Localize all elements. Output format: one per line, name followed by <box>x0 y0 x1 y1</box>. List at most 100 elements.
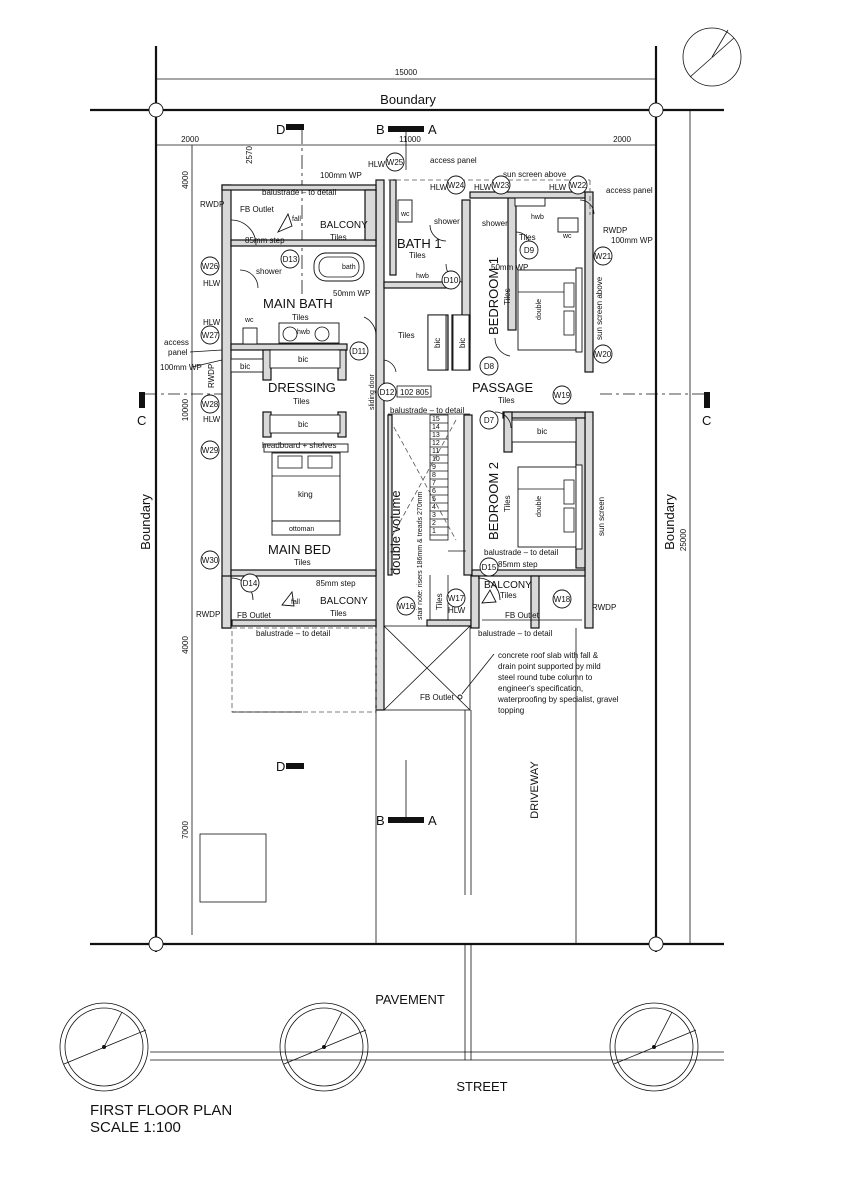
svg-text:bic: bic <box>537 427 547 436</box>
wp-100-left: 100mm WP <box>160 363 202 372</box>
fb-outlet-roof: FB Outlet <box>420 693 455 702</box>
hlw-label: HLW <box>368 160 386 169</box>
window-tag: W29 <box>200 440 220 460</box>
site-feature <box>199 833 267 903</box>
access-panel-top: access panel <box>430 156 477 165</box>
level-label: 102 805 <box>400 388 429 397</box>
balustrade-passage: balustrade – to detail <box>390 406 464 415</box>
fall-label: fall <box>291 599 300 606</box>
bic-unit <box>452 314 470 371</box>
svg-text:D15: D15 <box>482 563 497 572</box>
hwb-label: hwb <box>297 329 310 336</box>
svg-text:C: C <box>702 413 711 428</box>
svg-text:14: 14 <box>432 424 440 431</box>
bic-unit <box>427 314 447 371</box>
svg-text:steel round tube column to: steel round tube column to <box>498 673 593 682</box>
svg-text:concrete roof slab with fall &: concrete roof slab with fall & <box>498 651 599 660</box>
door-tag: D9 <box>519 240 539 260</box>
svg-text:D10: D10 <box>444 276 459 285</box>
access-label: access <box>164 338 189 347</box>
fb-outlet-top-left: FB Outlet <box>240 205 275 214</box>
tree-icon <box>279 1002 369 1092</box>
wp-100-top: 100mm WP <box>320 171 362 180</box>
svg-text:1: 1 <box>432 528 436 535</box>
svg-text:12: 12 <box>432 440 440 447</box>
balustrade-top: balustrade – to detail <box>262 188 336 197</box>
bic-unit <box>511 419 577 443</box>
fall-arrow-icon <box>281 590 295 607</box>
sliding-door-label: sliding door <box>369 374 376 410</box>
access-panel-right: access panel <box>606 186 653 195</box>
main-bed-finish: Tiles <box>294 558 311 567</box>
main-bath-label: MAIN BATH <box>263 296 333 311</box>
balustrade-stair: balustrade – to detail <box>484 548 558 557</box>
svg-text:waterproofing by specialist, g: waterproofing by specialist, gravel <box>497 695 619 704</box>
shower-label: shower <box>482 219 508 228</box>
svg-text:2: 2 <box>432 520 436 527</box>
svg-text:W20: W20 <box>595 350 612 359</box>
bath1-label: BATH 1 <box>397 236 442 251</box>
window-tag: W17 <box>446 588 466 608</box>
svg-text:W28: W28 <box>202 400 219 409</box>
tree-icon <box>59 1002 149 1092</box>
svg-text:4: 4 <box>432 504 436 511</box>
stair-finish: Tiles <box>435 593 444 610</box>
svg-text:W26: W26 <box>202 262 219 271</box>
door-tag: D12 <box>377 382 397 402</box>
svg-text:wc: wc <box>244 317 254 324</box>
window-tag: W19 <box>552 385 572 405</box>
svg-text:double: double <box>536 299 543 320</box>
rwdp-left: RWDP <box>207 364 216 388</box>
wall <box>221 184 232 629</box>
rwdp-bottom-left: RWDP <box>196 610 220 619</box>
svg-text:W30: W30 <box>202 556 219 565</box>
svg-text:9: 9 <box>432 464 436 471</box>
window-tag: W26 <box>200 256 220 276</box>
window-tag: W23 <box>491 175 511 195</box>
dimension-4000-bottom: 4000 <box>181 636 190 654</box>
hlw-label: HLW <box>203 415 221 424</box>
svg-text:D9: D9 <box>524 246 535 255</box>
svg-text:D: D <box>276 759 285 774</box>
drawing-title: FIRST FLOOR PLAN <box>90 1102 233 1119</box>
bedroom1-ensuite-finish: Tiles <box>519 233 536 242</box>
svg-text:5: 5 <box>432 496 436 503</box>
pavement-label: PAVEMENT <box>375 992 445 1007</box>
rwdp-top-left: RWDP <box>200 200 224 209</box>
door-tag: D15 <box>479 557 499 577</box>
section-ba-bottom: B A <box>376 760 437 828</box>
bedroom1-label: BEDROOM 1 <box>486 257 501 335</box>
level-box <box>396 385 432 398</box>
dressing-label: DRESSING <box>268 380 336 395</box>
window-tag: W22 <box>568 175 588 195</box>
window-tag: W24 <box>446 175 466 195</box>
balcony-right-label: BALCONY <box>484 580 532 591</box>
svg-text:W25: W25 <box>387 158 404 167</box>
svg-text:13: 13 <box>432 432 440 439</box>
hlw-label: HLW <box>203 279 221 288</box>
wc-icon <box>557 217 579 233</box>
svg-text:8: 8 <box>432 472 436 479</box>
section-c-left: C <box>137 392 225 428</box>
bath-tub: bath <box>313 252 365 282</box>
section-c-right: C <box>600 392 711 428</box>
svg-text:bath: bath <box>342 264 356 271</box>
rwdp-bottom-right: RWDP <box>592 603 616 612</box>
wall <box>584 191 594 373</box>
svg-text:B: B <box>376 122 385 137</box>
hlw-label: HLW <box>474 183 492 192</box>
svg-text:wc: wc <box>562 233 572 240</box>
passage-label: PASSAGE <box>472 380 534 395</box>
dimension-4000-top: 4000 <box>181 171 190 189</box>
wall <box>584 411 594 629</box>
svg-text:W22: W22 <box>570 181 587 190</box>
double-volume-label: double volume <box>388 490 403 575</box>
hlw-label: HLW <box>549 183 567 192</box>
shower-label: shower <box>434 217 460 226</box>
step-85-right: 85mm step <box>498 560 538 569</box>
bath1-finish: Tiles <box>409 251 426 260</box>
svg-text:11: 11 <box>432 448 439 455</box>
bedroom2-label: BEDROOM 2 <box>486 462 501 540</box>
sun-screen-side: sun screen <box>597 497 606 536</box>
headboard-shelves-label: headboard + shelves <box>262 441 337 450</box>
